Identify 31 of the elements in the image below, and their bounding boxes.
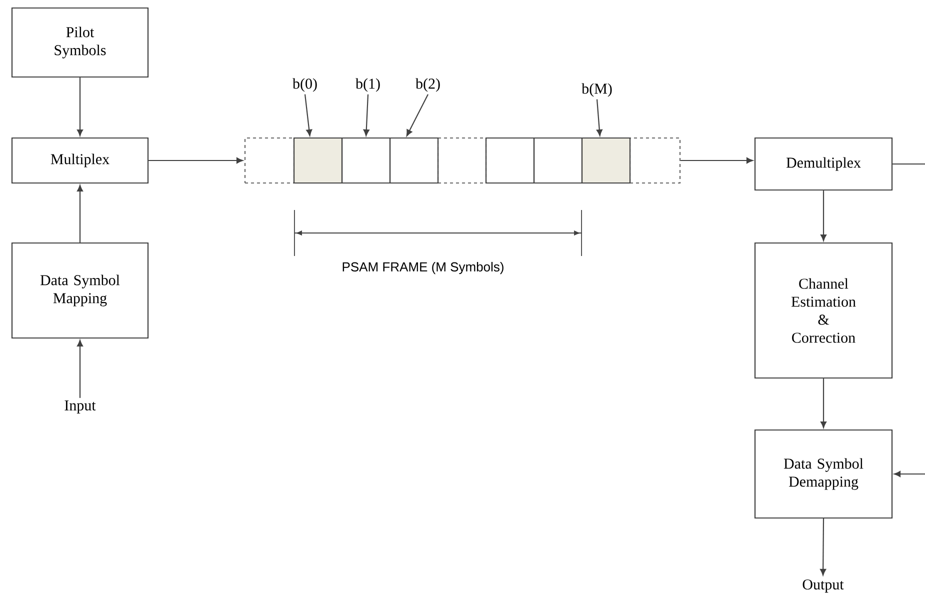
io-label: Output bbox=[802, 579, 844, 593]
arrow bbox=[304, 94, 312, 136]
arrow bbox=[680, 158, 754, 164]
arrow bbox=[820, 518, 826, 576]
process-box: Data Symbol Demapping bbox=[754, 429, 893, 519]
arrow bbox=[596, 99, 602, 136]
frame-cell bbox=[341, 137, 391, 184]
process-box: Demultiplex bbox=[754, 137, 893, 191]
symbol-label: b(1) bbox=[356, 78, 380, 92]
frame-cell bbox=[485, 137, 535, 184]
pilot-cell bbox=[293, 137, 343, 184]
io-label: Input bbox=[64, 400, 96, 414]
arrow bbox=[820, 378, 827, 428]
arrow bbox=[363, 94, 370, 136]
symbol-label: b(2) bbox=[416, 78, 440, 92]
arrow bbox=[820, 190, 827, 242]
process-box: Pilot Symbols bbox=[11, 7, 149, 78]
symbol-label: b(0) bbox=[292, 78, 317, 92]
arrow bbox=[77, 78, 84, 136]
arrow bbox=[406, 94, 428, 136]
frame-cell bbox=[389, 137, 439, 184]
process-box: Multiplex bbox=[11, 137, 149, 184]
arrow bbox=[77, 340, 84, 398]
dimension-label: PSAM FRAME (M Symbols) bbox=[342, 262, 504, 274]
process-box: Data Symbol Mapping bbox=[11, 242, 149, 339]
arrow bbox=[894, 471, 925, 478]
symbol-label: b(M) bbox=[582, 83, 612, 97]
pilot-cell bbox=[581, 137, 631, 184]
arrow bbox=[148, 158, 244, 164]
process-box: Channel Estimation & Correction bbox=[754, 242, 893, 379]
arrow bbox=[77, 184, 84, 242]
